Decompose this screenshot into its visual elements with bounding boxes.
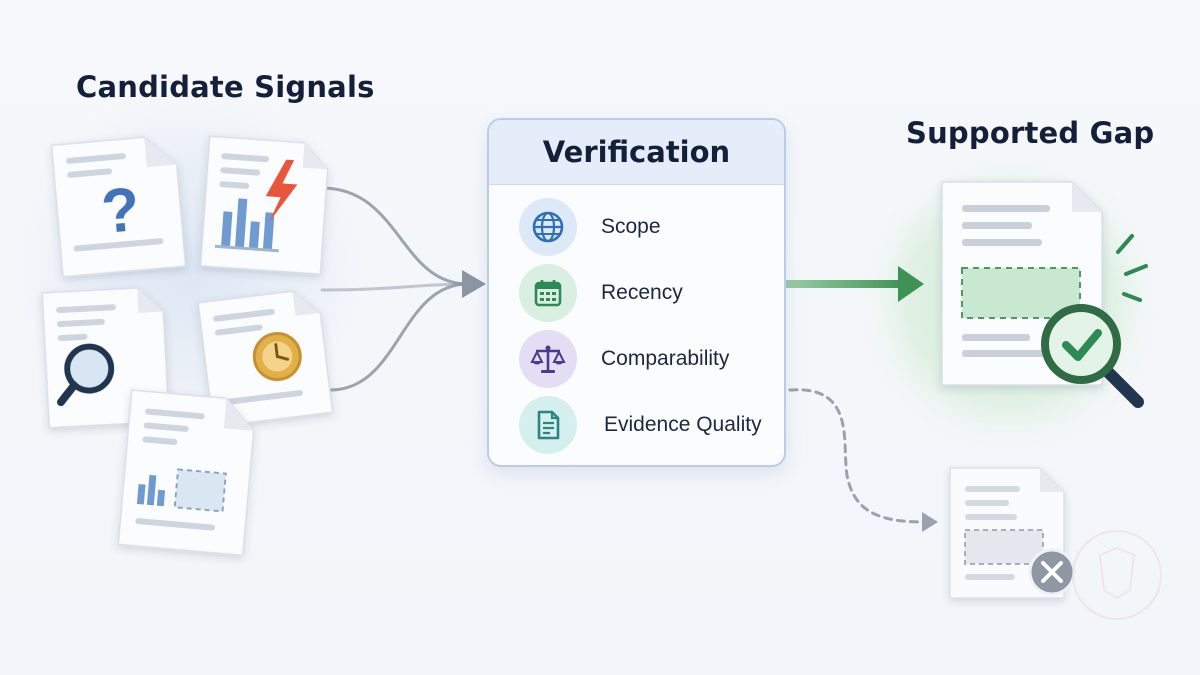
criterion-comparability: Comparability (519, 329, 729, 389)
watermark-logo (1072, 530, 1162, 620)
verified-magnifier-icon (1041, 304, 1144, 408)
criterion-label: Comparability (601, 347, 730, 370)
dashed-reject-arrow (788, 388, 926, 524)
reject-x-icon (1028, 548, 1076, 596)
dashed-arrowhead (922, 512, 938, 532)
verification-title: Verification (542, 135, 731, 169)
document-clock (197, 290, 334, 428)
document-question: ? (50, 136, 187, 278)
lightning-icon (265, 159, 298, 223)
calendar-icon (519, 264, 577, 322)
magnifier-icon (56, 343, 115, 407)
supported-gap-title: Supported Gap (906, 116, 1155, 150)
document-partial-data (117, 389, 255, 557)
green-arrow (784, 266, 924, 302)
scales-icon (519, 330, 577, 388)
criterion-label: Scope (601, 215, 661, 238)
document-icon (519, 396, 577, 454)
flow-connectors (320, 186, 470, 392)
criterion-label: Evidence Quality (604, 413, 762, 436)
verification-header: Verification (489, 120, 784, 185)
criterion-evidence-quality: Evidence Quality (519, 395, 762, 455)
sparkle-lines (1116, 234, 1148, 302)
verification-panel: Verification Scope (487, 118, 786, 467)
document-alert-chart (199, 135, 329, 276)
candidate-signals-title: Candidate Signals (76, 70, 375, 104)
criterion-scope: Scope (519, 197, 661, 257)
arrow-into-verification (462, 270, 486, 298)
criterion-label: Recency (601, 281, 683, 304)
criterion-recency: Recency (519, 263, 683, 323)
question-mark-icon: ? (99, 175, 143, 247)
clock-icon (252, 332, 302, 382)
checkmark-icon (1062, 329, 1102, 361)
globe-icon (519, 198, 577, 256)
